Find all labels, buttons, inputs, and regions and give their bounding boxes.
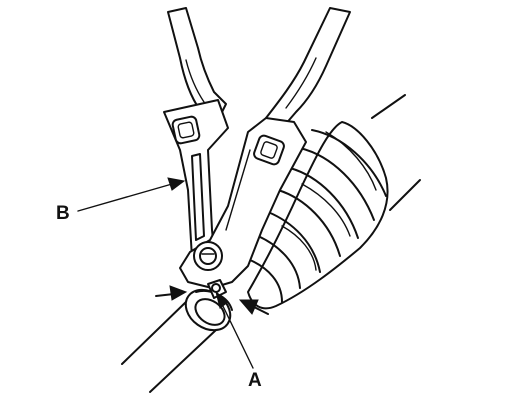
rack-housing [371, 94, 421, 211]
leader-a [215, 290, 254, 369]
tool-handle-rear [167, 7, 227, 117]
band-crimp-ear [207, 279, 227, 299]
pivot-bolt [193, 241, 223, 271]
leader-b [77, 177, 186, 212]
squeeze-arrow-right [238, 299, 269, 315]
rack-shaft [121, 299, 217, 393]
callout-label-b: B [56, 203, 70, 224]
tool-handle-front [265, 7, 351, 127]
callout-label-a: A [248, 370, 262, 391]
boot-band [184, 288, 233, 332]
squeeze-arrow-left [155, 285, 188, 301]
steering-boot [247, 121, 389, 310]
